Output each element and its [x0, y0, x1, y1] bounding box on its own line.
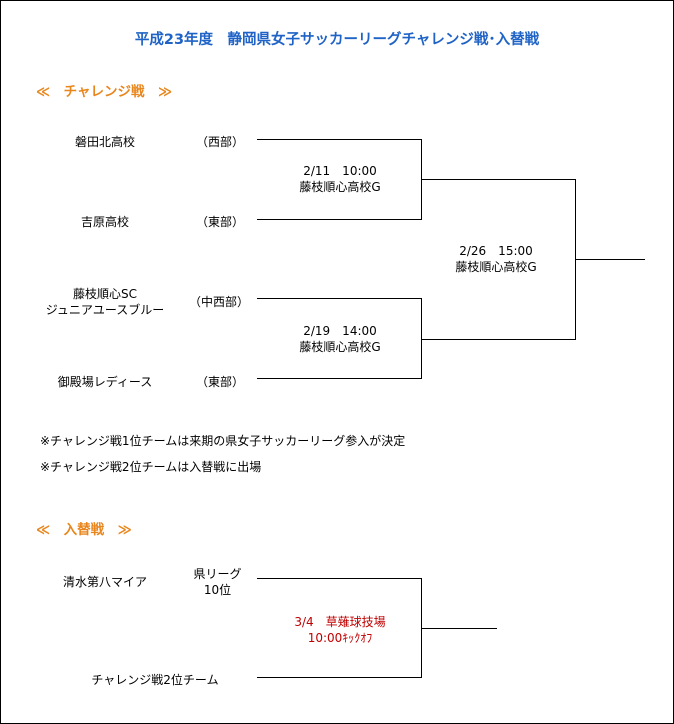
bracket-line [257, 578, 421, 579]
team-fujieda-junshin-name2: ジュニアユースブルー [45, 303, 165, 317]
team-gotemba-ladies: 御殿場レディース [57, 375, 153, 389]
bracket-line [575, 259, 645, 260]
match-2-date: 2/19 14:00 [303, 324, 377, 338]
team-shimizu-daihachi: 清水第八マイア [62, 575, 147, 589]
challenge-heading: ≪ チャレンジ戦 ≫ [36, 84, 173, 100]
bracket-line [421, 298, 422, 379]
bracket-line [257, 378, 421, 379]
match-1-date: 2/11 10:00 [303, 164, 377, 178]
region-central-west: （中西部） [188, 295, 249, 309]
region-east-1: （東部） [195, 215, 244, 229]
team-yoshiwara: 吉原高校 [80, 215, 129, 229]
region-east-2: （東部） [195, 375, 244, 389]
bracket-line [421, 628, 497, 629]
bracket-line [421, 179, 575, 180]
final-venue: 藤枝順心高校G [455, 260, 537, 274]
bracket-line [257, 219, 421, 220]
playoff-date-venue: 3/4 草薙球技場 [294, 615, 386, 629]
match-2-venue: 藤枝順心高校G [299, 340, 381, 354]
playoff-kickoff: 10:00ｷｯｸｵﾌ [307, 631, 373, 645]
bracket-line [257, 139, 421, 140]
page-title: 平成23年度 静岡県女子サッカーリーグチャレンジ戦･入替戦 [134, 32, 540, 48]
league-rank: 10位 [203, 583, 232, 597]
match-1-venue: 藤枝順心高校G [299, 180, 381, 194]
team-challenge-second: チャレンジ戦2位チーム [91, 673, 219, 687]
bracket-line [257, 677, 421, 678]
playoff-heading: ≪ 入替戦 ≫ [36, 522, 132, 538]
note-2: ※チャレンジ戦2位チームは入替戦に出場 [40, 460, 262, 474]
bracket-line [257, 298, 421, 299]
league-label: 県リーグ [193, 567, 242, 581]
region-west: （西部） [195, 135, 244, 149]
team-iwata-kita: 磐田北高校 [74, 135, 135, 149]
final-date: 2/26 15:00 [459, 244, 533, 258]
note-1: ※チャレンジ戦1位チームは来期の県女子サッカーリーグ参入が決定 [40, 434, 406, 448]
bracket-line [421, 339, 575, 340]
team-fujieda-junshin-name1: 藤枝順心SC [73, 287, 137, 301]
